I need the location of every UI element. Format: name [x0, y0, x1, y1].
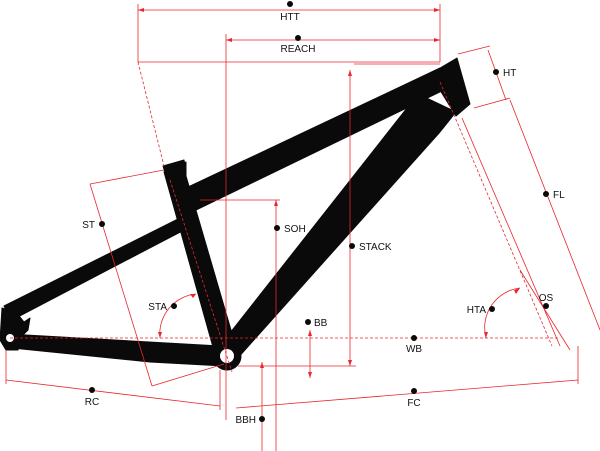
stack-label: STACK — [359, 242, 392, 253]
stack-dot — [349, 243, 355, 249]
bb-dot — [305, 319, 311, 325]
os-dot — [543, 303, 549, 309]
hta-dot — [489, 306, 495, 312]
ht-dot — [493, 69, 499, 75]
fl-dot — [543, 191, 549, 197]
fc-dot — [411, 388, 417, 394]
dimension-lines — [5, 4, 600, 451]
reach-dot — [295, 35, 301, 41]
bbh-label: BBH — [235, 415, 256, 426]
soh-dot — [274, 225, 280, 231]
st-label: ST — [82, 220, 95, 231]
head-tube — [429, 57, 471, 117]
dimension-arrows — [138, 8, 520, 378]
bottom-bracket-hole — [220, 349, 234, 363]
soh-label: SOH — [284, 224, 306, 235]
down-tube — [214, 93, 457, 361]
label-dots — [89, 1, 549, 422]
os-label: OS — [539, 293, 554, 304]
rc-dot — [89, 387, 95, 393]
chain-stay — [7, 333, 225, 367]
wb-dot — [411, 335, 417, 341]
bbh-dot — [259, 416, 265, 422]
htt-label: HTT — [280, 12, 299, 23]
hta-label: HTA — [467, 305, 487, 316]
reach-label: REACH — [280, 44, 315, 55]
sta-label: STA — [148, 302, 167, 313]
fc-label: FC — [407, 398, 420, 409]
seat-collar — [162, 159, 187, 177]
sta-dot — [171, 303, 177, 309]
ht-label: HT — [503, 68, 516, 79]
rc-label: RC — [85, 397, 99, 408]
bike-frame — [0, 57, 471, 371]
htt-dot — [287, 1, 293, 7]
fl-label: FL — [553, 190, 565, 201]
wb-label: WB — [406, 344, 422, 355]
st-dot — [99, 221, 105, 227]
bb-label: BB — [314, 318, 328, 329]
